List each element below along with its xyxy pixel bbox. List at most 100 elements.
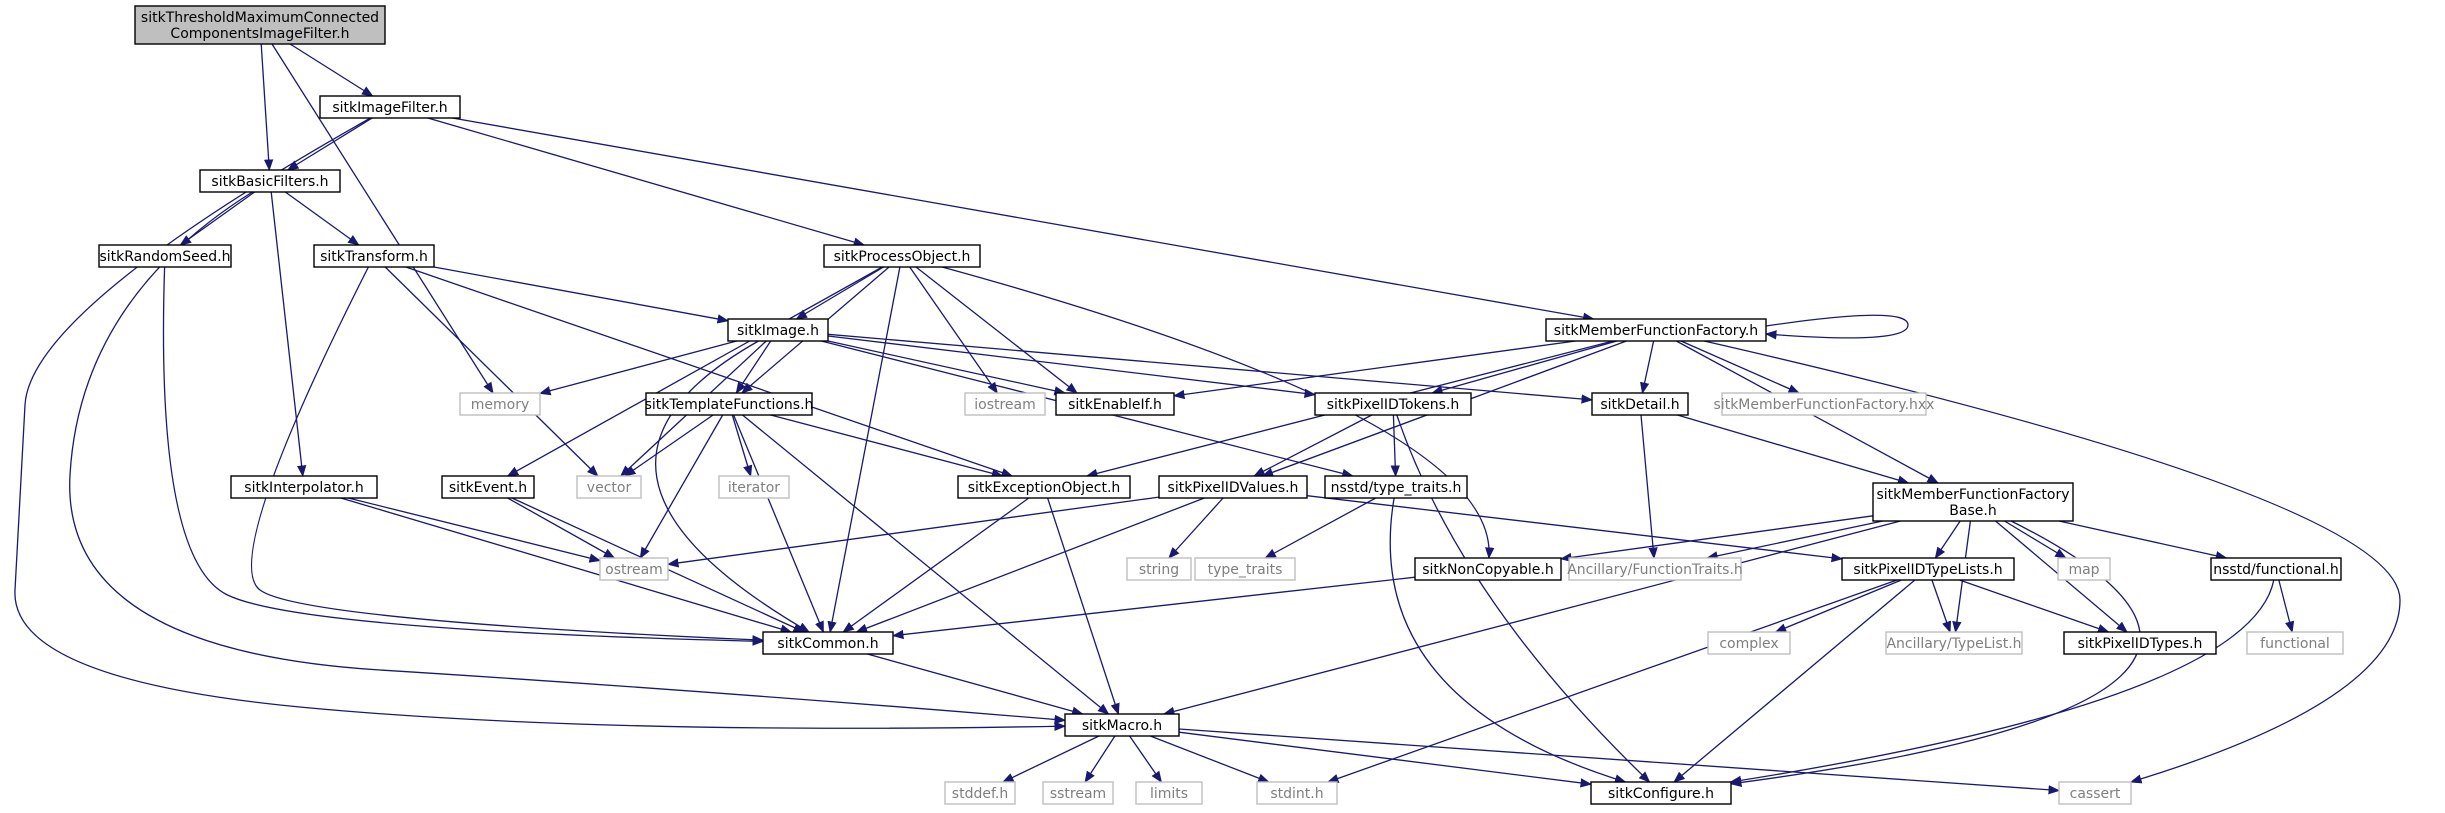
- edge-arrow: [433, 266, 730, 324]
- node-label: sitkPixelIDValues.h: [1168, 480, 1299, 496]
- node-label: sitkMemberFunctionFactory.hxx: [1714, 397, 1935, 413]
- edge-exceptionobject-to-macro: [1046, 497, 1120, 716]
- node-box: [1256, 781, 1338, 805]
- edge-basicfilters-to-macro: [69, 191, 1067, 725]
- edge-memberfunctionfactory-to-mffhxx: [1680, 340, 1801, 394]
- file-node-sitkpixelidtypelists-h[interactable]: sitkPixelIDTypeLists.h: [1841, 557, 2015, 581]
- node-label: nsstd/functional.h: [2213, 562, 2339, 578]
- edge-arrow: [250, 266, 765, 645]
- edge-imagefilter-to-processobject: [427, 117, 866, 247]
- node-label: sitkCommon.h: [777, 636, 878, 652]
- node-box: [964, 392, 1046, 416]
- edge-arrow: [538, 340, 737, 396]
- edge-mffbase-to-map: [2004, 520, 2067, 559]
- file-node-sitkrandomseed-h[interactable]: sitkRandomSeed.h: [98, 244, 232, 268]
- node-box: [1885, 631, 2023, 655]
- file-node-sitkpixelidvalues-h[interactable]: sitkPixelIDValues.h: [1158, 475, 1308, 499]
- edge-arrow: [1703, 340, 2401, 784]
- edge-arrow: [2058, 520, 2228, 561]
- file-node-nsstd-type-traits-h[interactable]: nsstd/type_traits.h: [1324, 475, 1468, 499]
- edge-arrow: [1390, 414, 1400, 478]
- file-node-stdint-h: stdint.h: [1256, 781, 1338, 805]
- node-box: [1707, 631, 1791, 655]
- edges-layer: [14, 43, 2401, 795]
- edge-processobject-to-event: [506, 266, 883, 477]
- edge-root-to-basicfilters: [260, 43, 274, 172]
- file-node-stddef-h: stddef.h: [944, 781, 1016, 805]
- edge-mffbase-to-functional_h: [2058, 520, 2228, 561]
- file-node-sitkdetail-h[interactable]: sitkDetail.h: [1591, 392, 1689, 416]
- edge-arrow: [867, 653, 1084, 716]
- edge-arrow: [1396, 414, 1651, 783]
- node-box: [1194, 557, 1296, 581]
- edge-arrow: [270, 191, 307, 478]
- file-node-sitkexceptionobject-h[interactable]: sitkExceptionObject.h: [957, 475, 1131, 499]
- node-label: string: [1139, 562, 1179, 578]
- edge-transform-to-common: [250, 266, 765, 645]
- node-box: [1590, 781, 1732, 805]
- node-label: nsstd/type_traits.h: [1331, 480, 1462, 496]
- node-label: vector: [587, 480, 632, 496]
- file-node-functional: functional: [2246, 631, 2344, 655]
- file-node-sitkprocessobject-h[interactable]: sitkProcessObject.h: [823, 244, 981, 268]
- edge-transform-to-vector: [384, 266, 599, 477]
- edge-arrow: [1959, 579, 2110, 633]
- node-label: sitkImage.h: [737, 323, 819, 339]
- file-node-iostream: iostream: [964, 392, 1046, 416]
- file-node-sitkimagefilter-h[interactable]: sitkImageFilter.h: [319, 95, 461, 119]
- node-box: [762, 631, 894, 655]
- edge-mffbase-to-functiontraits: [1706, 520, 1883, 561]
- edge-arrow: [731, 414, 753, 478]
- edge-pixelidtypelists-to-complex: [1774, 579, 1902, 633]
- node-label: stdint.h: [1270, 786, 1323, 802]
- file-node-sitkenableif-h[interactable]: sitkEnableIf.h: [1055, 392, 1175, 416]
- node-box: [1126, 557, 1192, 581]
- file-node-sitktemplatefunctions-h[interactable]: sitkTemplateFunctions.h: [645, 392, 814, 416]
- file-node-sitkimage-h[interactable]: sitkImage.h: [727, 318, 829, 342]
- file-node-sitkpixelidtypes-h[interactable]: sitkPixelIDTypes.h: [2063, 631, 2217, 655]
- edge-transform-to-image: [433, 266, 730, 324]
- node-label: sitkEnableIf.h: [1068, 397, 1162, 413]
- edge-interpolator-to-ostream: [348, 497, 602, 563]
- edge-image-to-templatefunctions: [735, 340, 772, 394]
- node-label: functional: [2260, 636, 2330, 652]
- edge-imagefilter-to-macro: [14, 117, 1067, 731]
- edge-arrow: [340, 497, 793, 634]
- edge-arrow: [1673, 579, 1916, 783]
- edge-pixelidtokens-to-configure: [1396, 414, 1651, 783]
- edge-arrow: [909, 266, 998, 394]
- file-node-complex: complex: [1707, 631, 1791, 655]
- edge-pixelidvalues-to-ostream: [666, 496, 1160, 568]
- edge-arrow: [1729, 579, 2275, 785]
- file-node-sitktransform-h[interactable]: sitkTransform.h: [313, 244, 435, 268]
- file-node-sitkthresholdmaximumconnectedcomponentsimagefilter-h[interactable]: sitkThresholdMaximumConnectedComponentsI…: [134, 5, 386, 45]
- node-label: sitkMacro.h: [1082, 718, 1162, 734]
- file-node-sitkbasicfilters-h[interactable]: sitkBasicFilters.h: [199, 169, 341, 193]
- file-node-sitkinterpolator-h[interactable]: sitkInterpolator.h: [230, 475, 378, 499]
- edge-arrow: [1178, 728, 2061, 795]
- file-node-sitkpixelidtokens-h[interactable]: sitkPixelIDTokens.h: [1314, 392, 1472, 416]
- file-node-sitkconfigure-h[interactable]: sitkConfigure.h: [1590, 781, 1732, 805]
- node-box: [599, 557, 669, 581]
- edge-pixelidtokens-to-pixelidvalues: [1253, 414, 1373, 477]
- file-node-sitknoncopyable-h[interactable]: sitkNonCopyable.h: [1414, 557, 1562, 581]
- file-node-sitkmemberfunctionfactory-h[interactable]: sitkMemberFunctionFactory.h: [1545, 318, 1767, 342]
- file-node-memory: memory: [459, 392, 541, 416]
- edge-macro-to-sstream: [1084, 735, 1116, 783]
- file-node-nsstd-functional-h[interactable]: nsstd/functional.h: [2210, 557, 2342, 581]
- node-box: [1591, 392, 1689, 416]
- edge-arrow: [1677, 414, 1910, 485]
- node-label: limits: [1150, 786, 1188, 802]
- file-node-sitkevent-h[interactable]: sitkEvent.h: [441, 475, 535, 499]
- edge-arrow: [1706, 520, 1883, 561]
- node-label: map: [2068, 562, 2099, 578]
- file-node-sitkmacro-h[interactable]: sitkMacro.h: [1064, 713, 1180, 737]
- file-node-ancillary-typelist-h: Ancillary/TypeList.h: [1885, 631, 2023, 655]
- edge-common-to-macro: [867, 653, 1084, 716]
- file-node-sitkcommon-h[interactable]: sitkCommon.h: [762, 631, 894, 655]
- node-box: [313, 244, 435, 268]
- node-box: [2057, 557, 2111, 581]
- edge-arrow: [69, 191, 1067, 725]
